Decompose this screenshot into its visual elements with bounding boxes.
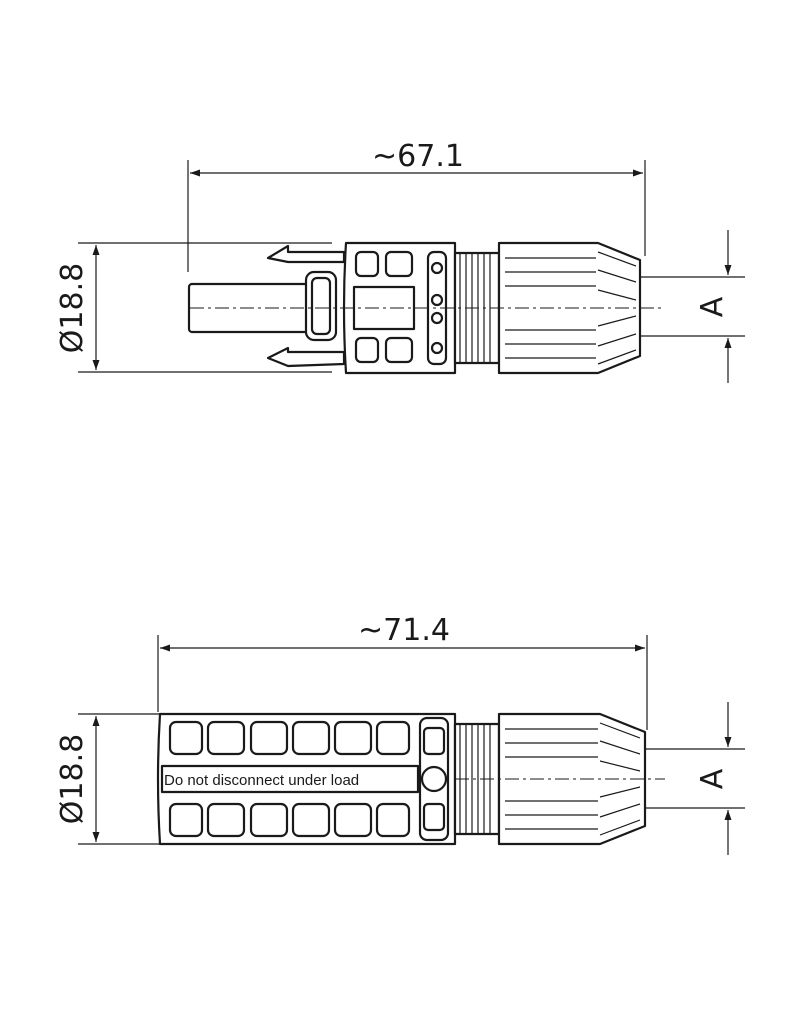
cable-label: A	[695, 768, 730, 789]
sealing-nut	[497, 712, 647, 846]
female-connector-drawing: ~71.4 Ø18.8 A	[55, 613, 745, 855]
length-label: ~67.1	[372, 139, 464, 174]
cable-label: A	[695, 296, 730, 317]
length-dimension: ~67.1	[187, 139, 646, 272]
length-label: ~71.4	[358, 613, 450, 648]
length-dimension: ~71.4	[157, 613, 648, 730]
grip-pads-top	[168, 720, 411, 756]
diameter-label: Ø18.8	[55, 263, 90, 353]
latch-hook-top	[266, 244, 346, 264]
o-ring	[304, 270, 338, 342]
latch-hook-bottom	[266, 346, 346, 368]
release-window	[418, 716, 450, 842]
diameter-label: Ø18.8	[55, 734, 90, 824]
diameter-dimension: Ø18.8	[55, 713, 180, 845]
diameter-dimension: Ø18.8	[55, 242, 332, 373]
cable-dimension: A	[640, 230, 745, 383]
cable-dimension: A	[645, 702, 745, 855]
male-connector-drawing: ~67.1 Ø18.8 A	[55, 139, 745, 383]
warning-label-strip	[160, 764, 420, 794]
connector-housing	[156, 712, 457, 846]
grip-pads-bottom	[168, 802, 411, 838]
warning-label: Do not disconnect under load	[164, 772, 359, 789]
